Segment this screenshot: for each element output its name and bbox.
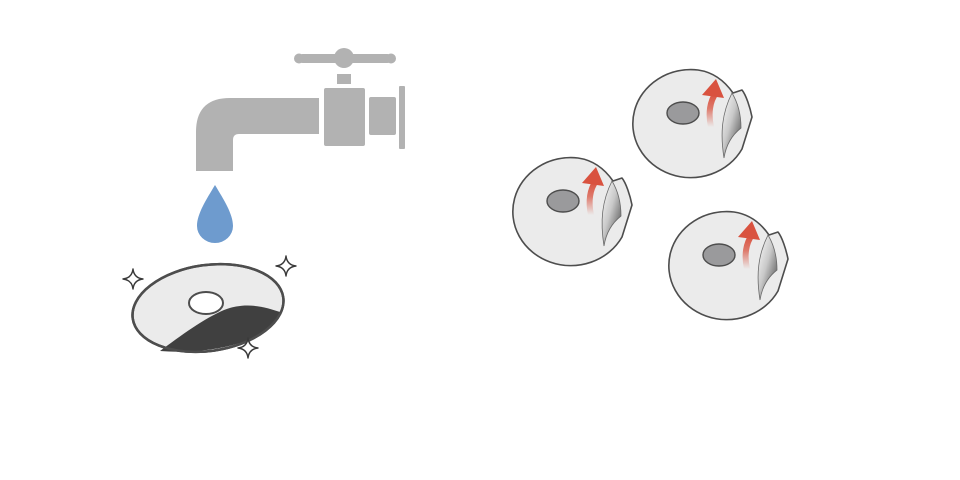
sparkle-icon bbox=[122, 268, 144, 290]
sparkle-icon bbox=[275, 255, 297, 277]
peel-off-disc-icon bbox=[513, 158, 632, 266]
washable-pad-icon bbox=[131, 262, 285, 354]
peel-off-disc-icon bbox=[669, 212, 788, 320]
sparkle-icon bbox=[237, 337, 259, 359]
peel-off-disc-icon bbox=[633, 70, 752, 178]
water-drop-icon bbox=[197, 185, 233, 243]
faucet-icon bbox=[196, 48, 405, 171]
